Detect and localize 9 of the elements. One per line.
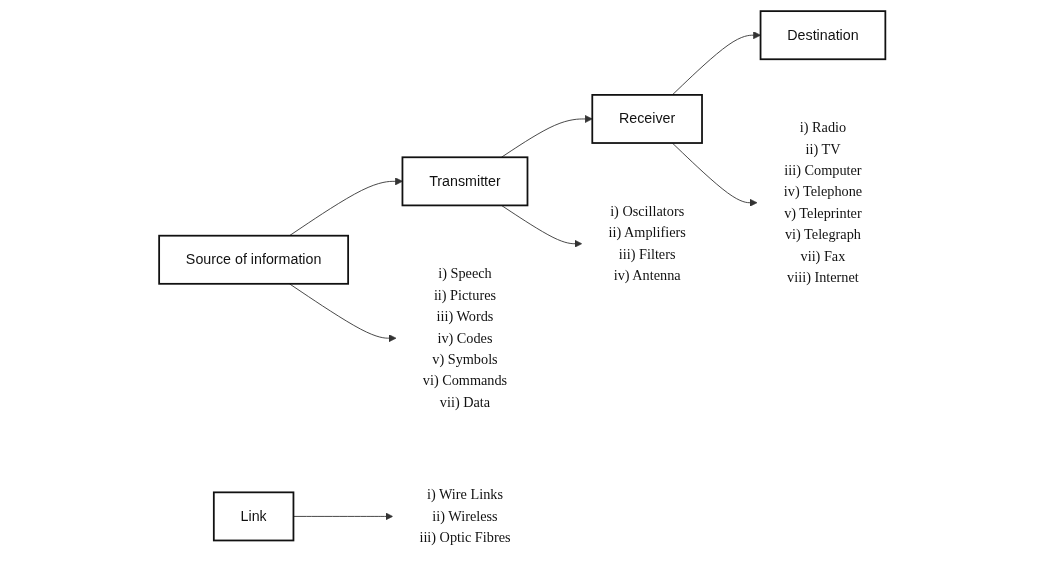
node-box: Link	[212, 491, 295, 542]
node-box: Transmitter	[401, 156, 529, 207]
node-text: i) Radio ii) TV iii) Computer iv) Telephone v) Teleprinter vi) Telegraph vii) Fax viii) Internet	[783, 119, 863, 285]
node-box: Source of information	[158, 234, 349, 285]
node-text: i) Wire Links ii) Wireless iii) Optic Fibres	[419, 487, 511, 545]
node-text: i) Oscillators ii) Amplifiers iii) Filters iv) Antenna	[608, 203, 686, 283]
node-box: Receiver	[591, 94, 703, 144]
node-text: i) Speech ii) Pictures iii) Words iv) Codes v) Symbols vi) Commands vii) Data	[422, 266, 508, 410]
node-box: Destination	[759, 10, 887, 61]
